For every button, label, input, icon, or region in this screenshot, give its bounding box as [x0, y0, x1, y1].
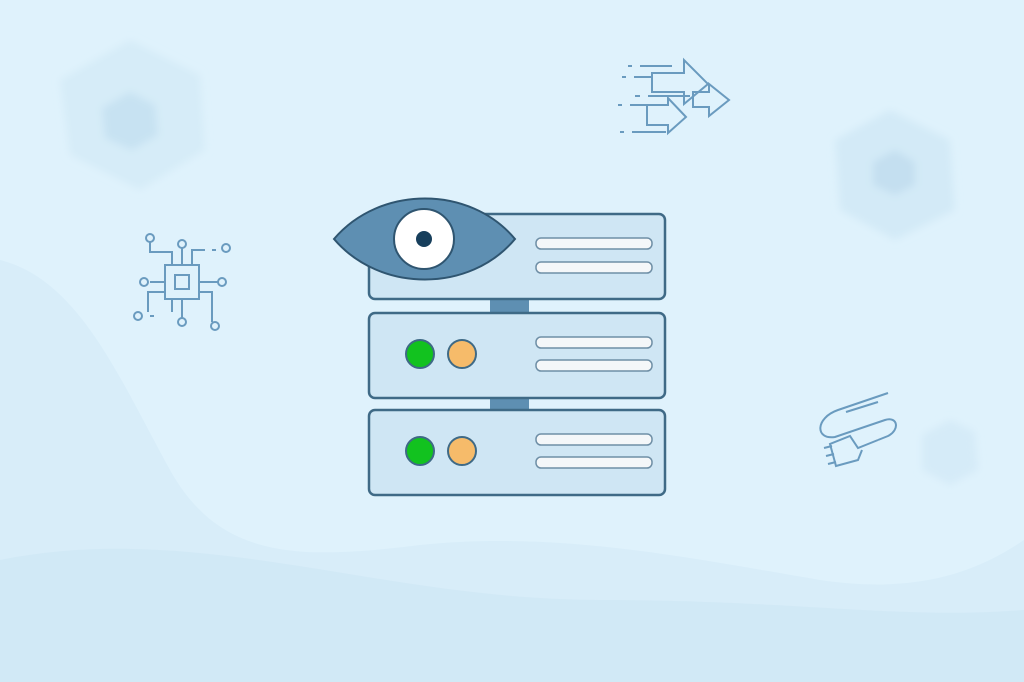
connector	[490, 397, 529, 411]
status-light-green	[405, 436, 435, 466]
arrows-icon	[618, 57, 731, 136]
circuit-chip-icon	[133, 233, 231, 331]
status-light-orange	[447, 436, 477, 466]
server-slot	[535, 336, 653, 349]
connector	[490, 298, 529, 314]
background-waves	[0, 260, 1024, 682]
server-stack	[332, 197, 667, 497]
eye-icon	[332, 197, 517, 281]
server-slot	[535, 237, 653, 250]
server-slot	[535, 261, 653, 274]
hexagon-shapes	[60, 40, 978, 485]
server-unit-3	[367, 408, 667, 497]
server-slot	[535, 433, 653, 446]
network-cable-icon	[819, 392, 897, 468]
server-slot	[535, 359, 653, 372]
server-unit-2	[367, 311, 667, 400]
status-light-orange	[447, 339, 477, 369]
status-light-green	[405, 339, 435, 369]
server-slot	[535, 456, 653, 469]
